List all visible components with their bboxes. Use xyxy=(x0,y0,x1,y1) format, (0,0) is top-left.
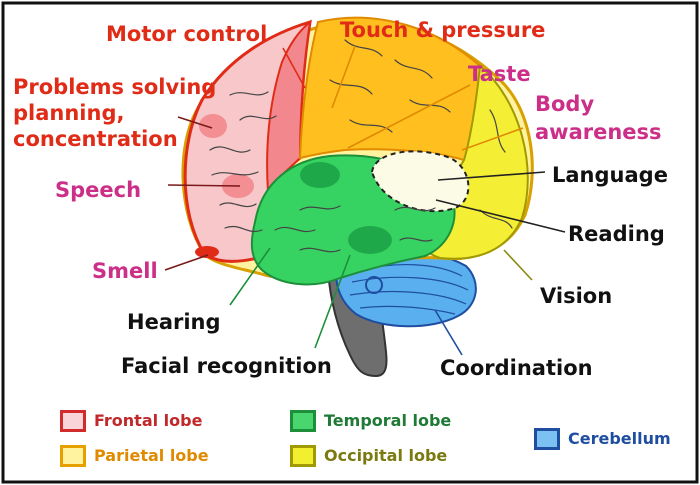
motor-control-label: Motor control xyxy=(106,22,268,46)
body-awareness-label-line-1: Body xyxy=(535,92,595,116)
smell-label: Smell xyxy=(92,259,158,283)
legend-frontal-lobe: Frontal lobe xyxy=(60,410,202,432)
temporal-spot-2 xyxy=(348,226,392,254)
legend-frontal-label: Frontal lobe xyxy=(94,411,203,430)
legend-occipital-swatch xyxy=(290,445,316,467)
problem-solving-label-line-1: Problems solving xyxy=(13,75,217,99)
taste-label: Taste xyxy=(468,62,531,86)
legend-cerebellum: Cerebellum xyxy=(534,428,671,450)
vision-label: Vision xyxy=(540,284,613,308)
legend-parietal-label: Parietal lobe xyxy=(94,446,209,465)
language-label: Language xyxy=(552,163,668,187)
coordination-label: Coordination xyxy=(440,356,593,380)
smell-spot xyxy=(195,246,219,258)
problem-solving-spot xyxy=(199,114,227,138)
legend-parietal-swatch xyxy=(60,445,86,467)
problem-solving-label-line-3: concentration xyxy=(13,127,178,151)
legend-temporal-label: Temporal lobe xyxy=(324,411,452,430)
problem-solving-label-line-2: planning, xyxy=(13,101,125,125)
touch-pressure-label: Touch & pressure xyxy=(340,18,546,42)
leader-lines xyxy=(164,45,566,356)
legend-cerebellum-label: Cerebellum xyxy=(568,429,671,448)
cerebellum-folds xyxy=(349,264,469,315)
legend-temporal-lobe: Temporal lobe xyxy=(290,410,451,432)
reading-label: Reading xyxy=(568,222,665,246)
legend-occipital-lobe: Occipital lobe xyxy=(290,445,447,467)
temporal-spot-1 xyxy=(300,162,340,188)
facial-recognition-label: Facial recognition xyxy=(121,354,332,378)
hearing-label: Hearing xyxy=(127,310,221,334)
language-region xyxy=(370,150,470,213)
legend-temporal-swatch xyxy=(290,410,316,432)
body-awareness-label-line-2: awareness xyxy=(535,120,662,144)
legend-parietal-lobe: Parietal lobe xyxy=(60,445,209,467)
legend-frontal-swatch xyxy=(60,410,86,432)
cerebellum-center-mark xyxy=(365,276,383,294)
legend-cerebellum-swatch xyxy=(534,428,560,450)
legend-occipital-label: Occipital lobe xyxy=(324,446,448,465)
speech-label: Speech xyxy=(55,178,142,202)
